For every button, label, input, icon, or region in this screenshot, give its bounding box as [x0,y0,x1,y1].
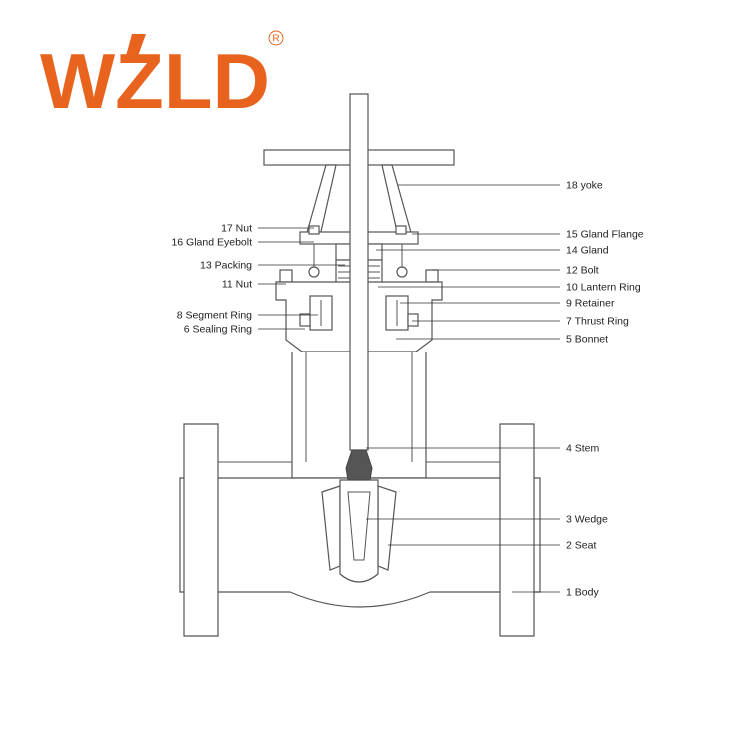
label-thrust-ring-7: 7 Thrust Ring [566,316,629,328]
nut-right-top [395,225,407,235]
label-sealing-ring-6: 6 Sealing Ring [184,324,252,336]
valve-drawing [179,93,541,637]
label-nut-11: 11 Nut [222,279,252,291]
logo-text: WZLD [40,37,270,125]
label-segment-ring-8: 8 Segment Ring [177,310,252,322]
yoke-left-arm [305,164,337,237]
label-lantern-ring-10: 10 Lantern Ring [566,282,641,294]
labels-left: 17 Nut 16 Gland Eyebolt 13 Packing 11 Nu… [171,223,252,336]
label-wedge-3: 3 Wedge [566,514,608,526]
logo-accent-mark [126,34,146,56]
nut-left-bonnet [279,269,293,283]
leader-lines [258,184,560,593]
thrust-ring-right [407,313,419,327]
brand-logo: WZLD R [40,30,284,125]
label-gland-14: 14 Gland [566,245,609,257]
label-seat-2: 2 Seat [566,540,596,552]
body-left-flange [183,423,219,637]
eyebolt-left-eye [308,266,320,278]
label-body-1: 1 Body [566,587,599,599]
yoke-right-arm [381,164,413,237]
registered-mark-circle [268,30,284,46]
body-right-flange [499,423,535,637]
bolt-right-bonnet [425,269,439,283]
labels-right: 18 yoke 15 Gland Flange 14 Gland 12 Bolt… [566,180,644,599]
label-yoke-18: 18 yoke [566,180,603,192]
label-bolt-12: 12 Bolt [566,265,599,277]
wedge [339,479,379,583]
label-bonnet-5: 5 Bonnet [566,334,608,346]
eyebolt-right-eye [396,266,408,278]
label-gland-flange-15: 15 Gland Flange [566,229,644,241]
label-retainer-9: 9 Retainer [566,298,615,310]
label-stem-4: 4 Stem [566,443,600,455]
label-packing-13: 13 Packing [200,260,252,272]
sealing-ring-left [299,313,311,327]
nut-left-top [308,225,320,235]
stem [349,93,369,451]
stem-end [345,449,373,481]
label-nut-17: 17 Nut [221,223,252,235]
label-gland-eyebolt-16: 16 Gland Eyebolt [171,237,252,249]
registered-mark: R [272,34,279,45]
